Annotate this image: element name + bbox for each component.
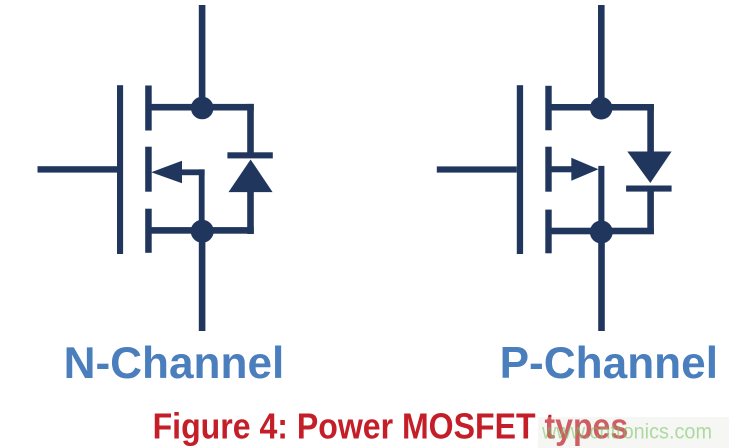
svg-text:www.cntronics.com: www.cntronics.com <box>541 420 712 444</box>
svg-text:Figure 4: Power MOSFET types: Figure 4: Power MOSFET types <box>153 406 629 447</box>
svg-text:P-Channel: P-Channel <box>500 339 718 388</box>
svg-text:N-Channel: N-Channel <box>64 339 285 388</box>
